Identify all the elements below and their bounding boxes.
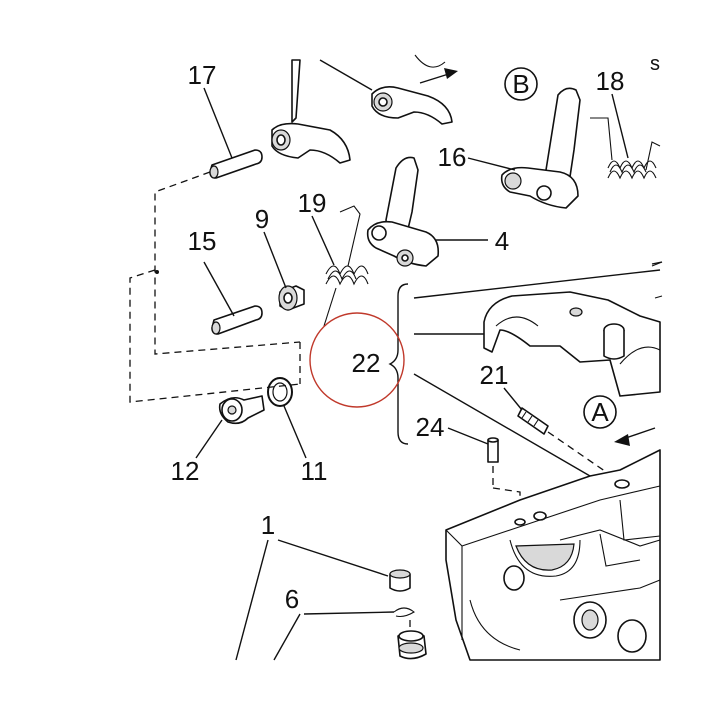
- callout-12: 12: [171, 456, 200, 486]
- upper-lever: [319, 59, 453, 125]
- part-6-clip: [393, 607, 415, 618]
- axis-21: [547, 431, 613, 477]
- highlight-circle: [309, 312, 405, 408]
- leader-19: [311, 215, 335, 266]
- part-9-bushing: [278, 285, 305, 311]
- part-17-lever: [271, 59, 351, 164]
- leader-12: [195, 419, 223, 459]
- part-4-lever: [366, 156, 440, 267]
- edge-mark: s: [650, 53, 660, 75]
- part-1-cap: [389, 569, 411, 592]
- leader-6-main: [273, 613, 301, 661]
- part-17-pin: [209, 149, 263, 179]
- leader-16: [467, 157, 516, 171]
- view-a-arrow: [614, 427, 656, 446]
- leader-22-low: [413, 373, 591, 477]
- part-19-spring: [323, 205, 369, 327]
- upper-housing-half: [483, 291, 661, 397]
- callout-22: 22: [352, 348, 381, 378]
- callout-19: 19: [298, 188, 327, 218]
- leader-22-top: [413, 269, 661, 299]
- leader-6-branch: [303, 611, 395, 615]
- valve-seal: [397, 630, 427, 660]
- callout-9: 9: [255, 204, 269, 234]
- part-15-pin: [211, 305, 263, 335]
- leader-24: [447, 427, 489, 445]
- part-16-lever: [500, 87, 581, 209]
- leader-18: [611, 93, 629, 159]
- part-11-washer: [267, 377, 293, 407]
- part-24-dowel: [487, 437, 499, 463]
- part-18-spring: [590, 117, 661, 180]
- view-b-marker: B: [504, 67, 538, 101]
- lower-housing: [445, 449, 661, 661]
- callout-6: 6: [285, 584, 299, 614]
- callout-21: 21: [480, 360, 509, 390]
- leader-1-branch: [277, 539, 389, 577]
- part-21-screw: [517, 407, 549, 435]
- assembly-dashed-frame: [129, 171, 301, 403]
- view-b-label: B: [512, 69, 529, 99]
- leader-1-main: [235, 539, 269, 661]
- callout-17: 17: [188, 60, 217, 90]
- view-a-label: A: [591, 397, 609, 427]
- part-12-bolt: [218, 395, 265, 425]
- callout-24: 24: [416, 412, 445, 442]
- view-a-marker: A: [583, 395, 617, 429]
- part-22-bracket: [388, 283, 409, 445]
- leader-11: [283, 405, 307, 459]
- leader-15: [203, 261, 235, 317]
- leader-21: [503, 387, 523, 411]
- leader-9: [263, 231, 287, 289]
- callout-11: 11: [301, 456, 328, 486]
- callout-1: 1: [261, 510, 275, 540]
- edge-marks: [651, 261, 663, 299]
- callout-4: 4: [495, 226, 509, 256]
- leader-17: [203, 87, 233, 159]
- callout-18: 18: [596, 66, 625, 96]
- callout-15: 15: [188, 226, 217, 256]
- view-b-arrow: [414, 54, 458, 84]
- callout-16: 16: [438, 142, 467, 172]
